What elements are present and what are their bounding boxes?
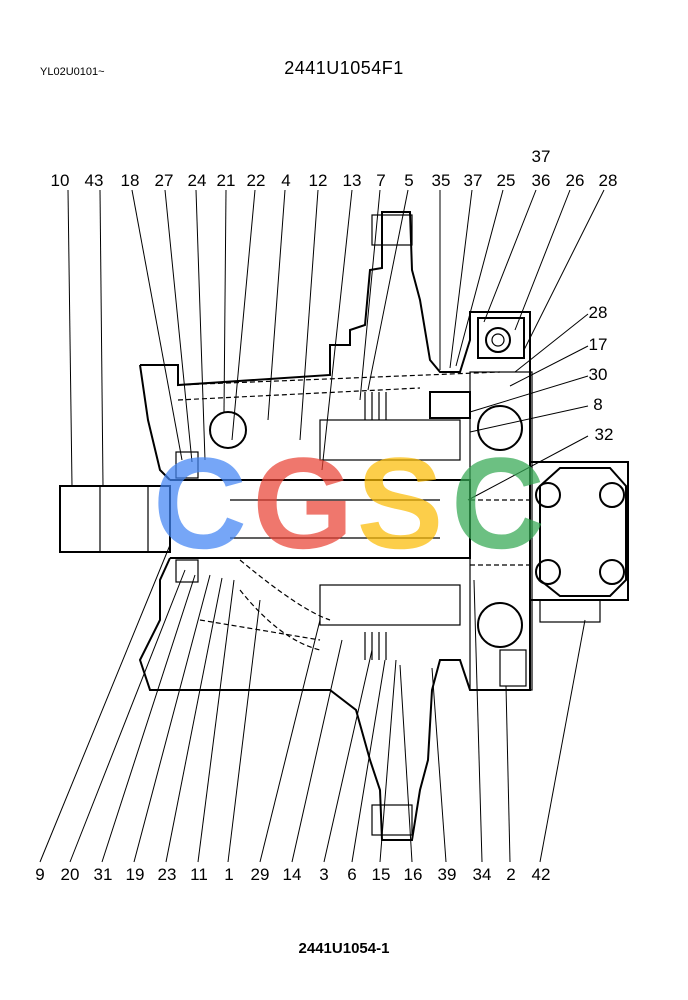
callout-label: 27 — [155, 171, 174, 190]
callout-label: 1 — [224, 865, 233, 884]
callout-label: 37 — [532, 147, 551, 166]
callout-label: 24 — [188, 171, 207, 190]
callout-label: 5 — [404, 171, 413, 190]
serial-range: YL02U0101~ — [40, 66, 105, 78]
callout-label: 35 — [432, 171, 451, 190]
assembly-outline — [59, 211, 629, 841]
callout-label: 29 — [251, 865, 270, 884]
callout-label: 21 — [217, 171, 236, 190]
callout-label: 18 — [121, 171, 140, 190]
callout-label: 12 — [309, 171, 328, 190]
callout-label: 13 — [343, 171, 362, 190]
bottom-leader-lines — [39, 544, 586, 863]
watermark-letter: C — [451, 430, 545, 576]
callout-label: 43 — [85, 171, 104, 190]
callout-label: 22 — [247, 171, 266, 190]
callout-label: 8 — [593, 395, 602, 414]
callout-label: 28 — [589, 303, 608, 322]
drawing-number: 2441U1054-1 — [298, 940, 390, 957]
right-leader-lines — [467, 313, 589, 501]
callout-label: 25 — [497, 171, 516, 190]
callout-label: 30 — [589, 365, 608, 384]
callout-label: 15 — [372, 865, 391, 884]
callout-label: 3 — [319, 865, 328, 884]
watermark-letter: G — [252, 430, 353, 576]
callout-label: 10 — [51, 171, 70, 190]
part-number-title: 2441U1054F1 — [284, 58, 404, 78]
callout-label: 4 — [281, 171, 290, 190]
top-leader-lines — [67, 189, 605, 487]
top-callouts: 10 43 18 27 24 21 22 4 12 13 7 5 35 37 2… — [51, 147, 618, 190]
callout-label: 32 — [595, 425, 614, 444]
callout-label: 23 — [158, 865, 177, 884]
callout-label: 11 — [190, 865, 208, 884]
cgsc-watermark: C G S C — [153, 430, 545, 576]
callout-label: 34 — [473, 865, 492, 884]
callout-label: 7 — [376, 171, 385, 190]
callout-label: 17 — [589, 335, 608, 354]
right-callouts: 28 17 30 8 32 — [589, 303, 614, 444]
callout-label: 28 — [599, 171, 618, 190]
callout-label: 42 — [532, 865, 551, 884]
callout-label: 2 — [506, 865, 515, 884]
callout-label: 37 — [464, 171, 483, 190]
callout-label: 36 — [532, 171, 551, 190]
callout-label: 20 — [61, 865, 80, 884]
callout-label: 19 — [126, 865, 145, 884]
watermark-letter: S — [357, 430, 444, 576]
bottom-callouts: 9 20 31 19 23 11 1 29 14 3 6 15 16 39 34… — [35, 865, 550, 884]
callout-label: 14 — [283, 865, 302, 884]
callout-label: 6 — [347, 865, 356, 884]
callout-label: 16 — [404, 865, 423, 884]
callout-label: 9 — [35, 865, 44, 884]
callout-label: 39 — [438, 865, 457, 884]
callout-label: 31 — [94, 865, 113, 884]
watermark-letter: C — [153, 430, 247, 576]
callout-label: 26 — [566, 171, 585, 190]
